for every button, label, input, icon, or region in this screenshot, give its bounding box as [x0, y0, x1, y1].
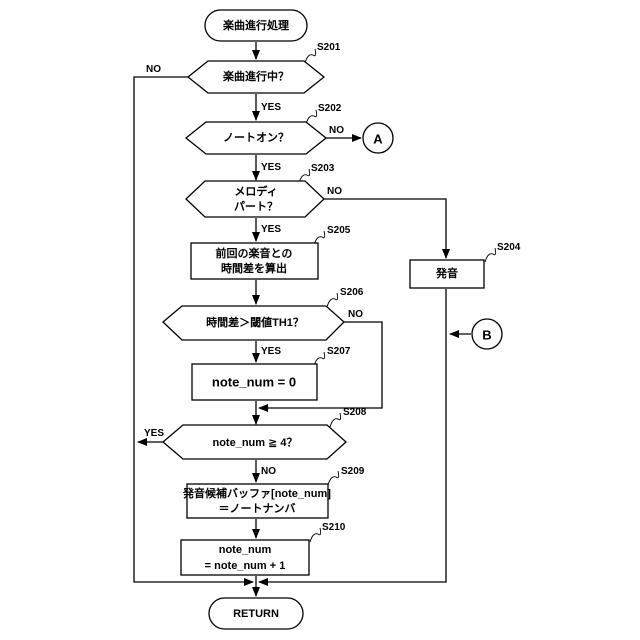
- start-label: 楽曲進行処理: [222, 18, 289, 32]
- end-terminal: RETURN: [209, 598, 303, 629]
- branch-no-s201: NO: [146, 64, 161, 75]
- step-leaders: [299, 49, 496, 542]
- branch-yes-s201: YES: [261, 102, 281, 113]
- step-label-s202: S202: [318, 103, 342, 114]
- decision-s203: メロディ パート？: [186, 181, 324, 217]
- step-label-s209: S209: [341, 466, 365, 477]
- connector-a-label: A: [373, 132, 383, 147]
- process-s209-label-line2: ＝ノートナンバ: [219, 502, 296, 515]
- decision-s201-label: 楽曲進行中？: [222, 69, 289, 83]
- connector-b-label: B: [482, 328, 491, 343]
- process-s210-label-line1: note_num: [219, 544, 272, 556]
- decision-s208-label: note_num ≧ 4？: [212, 436, 297, 449]
- branch-yes-s203: YES: [261, 224, 281, 235]
- step-label-s207: S207: [327, 346, 351, 357]
- decision-s206: 時間差＞閾値TH1？: [163, 306, 344, 340]
- process-s204-label: 発音: [435, 266, 458, 280]
- process-s210-label-line2: = note_num + 1: [205, 560, 286, 572]
- process-s209-label-line1: 発音候補バッファ[note_num]: [182, 486, 331, 500]
- branch-no-s206: NO: [348, 309, 363, 320]
- step-label-s201: S201: [317, 42, 341, 53]
- step-label-s205: S205: [327, 225, 351, 236]
- decision-s203-label-line1: メロディ: [234, 184, 277, 198]
- decision-s208: note_num ≧ 4？: [163, 425, 346, 459]
- decision-s201: 楽曲進行中？: [188, 61, 324, 93]
- end-label: RETURN: [233, 608, 279, 620]
- process-s205: 前回の楽音との 時間差を算出: [191, 243, 318, 279]
- process-s204: 発音: [410, 260, 484, 288]
- process-s207: note_num = 0: [192, 364, 317, 400]
- branch-yes-s202: YES: [261, 162, 281, 173]
- step-label-s210: S210: [322, 522, 346, 533]
- start-terminal: 楽曲進行処理: [205, 10, 307, 41]
- branch-yes-s206: YES: [261, 346, 281, 357]
- process-s209: 発音候補バッファ[note_num] ＝ノートナンバ: [182, 484, 331, 518]
- step-label-s208: S208: [343, 407, 367, 418]
- step-label-s203: S203: [311, 163, 335, 174]
- connector-b: B: [472, 319, 502, 349]
- decision-s202-label: ノートオン？: [223, 131, 289, 144]
- branch-no-s208: NO: [261, 466, 276, 477]
- branch-yes-s208: YES: [144, 428, 164, 439]
- branch-no-s203: NO: [327, 186, 342, 197]
- decision-s203-label-line2: パート？: [234, 200, 278, 213]
- decision-s202: ノートオン？: [186, 122, 326, 154]
- process-s205-label-line2: 時間差を算出: [221, 261, 287, 275]
- branch-no-s202: NO: [329, 125, 344, 136]
- step-label-s204: S204: [497, 242, 521, 253]
- step-label-s206: S206: [340, 287, 364, 298]
- process-s210: note_num = note_num + 1: [181, 540, 309, 575]
- process-s207-label: note_num = 0: [212, 375, 296, 390]
- connector-a: A: [363, 123, 393, 153]
- decision-s206-label: 時間差＞閾値TH1？: [206, 315, 304, 329]
- process-s205-label-line1: 前回の楽音との: [216, 246, 293, 260]
